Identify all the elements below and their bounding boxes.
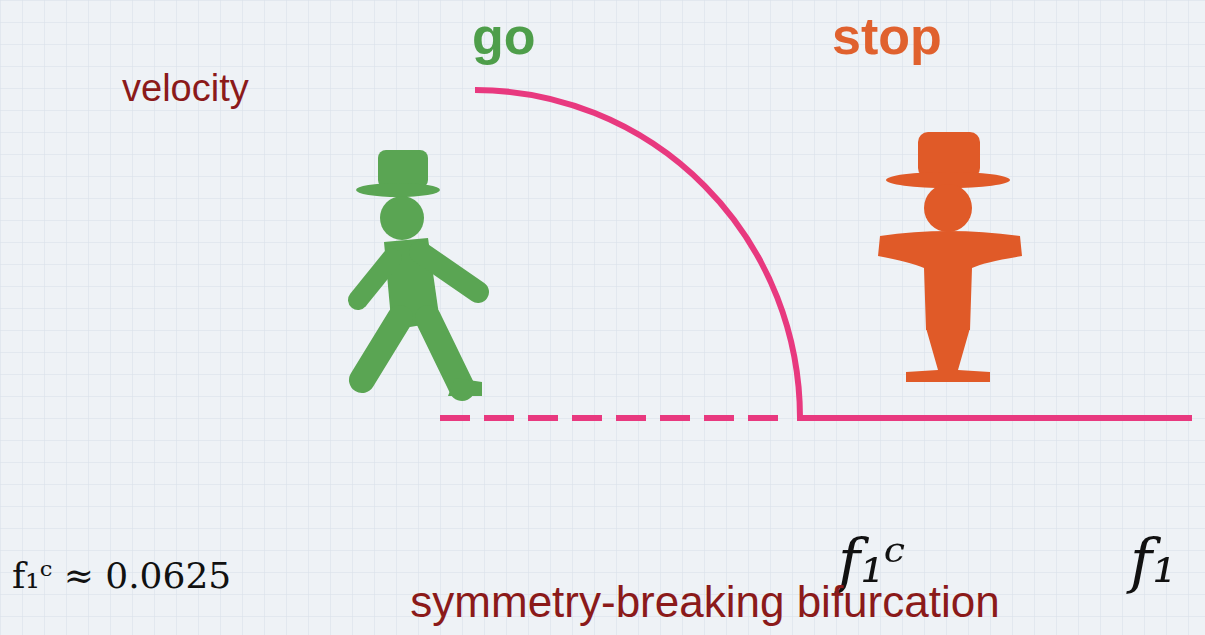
critical-value: f₁ᶜ ≈ 0.0625 (12, 556, 231, 596)
axis-label: velocity (122, 68, 249, 110)
state-label: stop (832, 8, 942, 65)
standing-figure (878, 132, 1022, 382)
unstable-branch (440, 415, 782, 421)
caption-text: symmetry-breaking bifurcation (410, 578, 999, 626)
moving-branch (475, 90, 800, 418)
walking-figure (356, 150, 482, 396)
axis-label: f₁ (1130, 528, 1176, 594)
rest-branch (797, 415, 1192, 421)
state-label: go (472, 8, 536, 65)
